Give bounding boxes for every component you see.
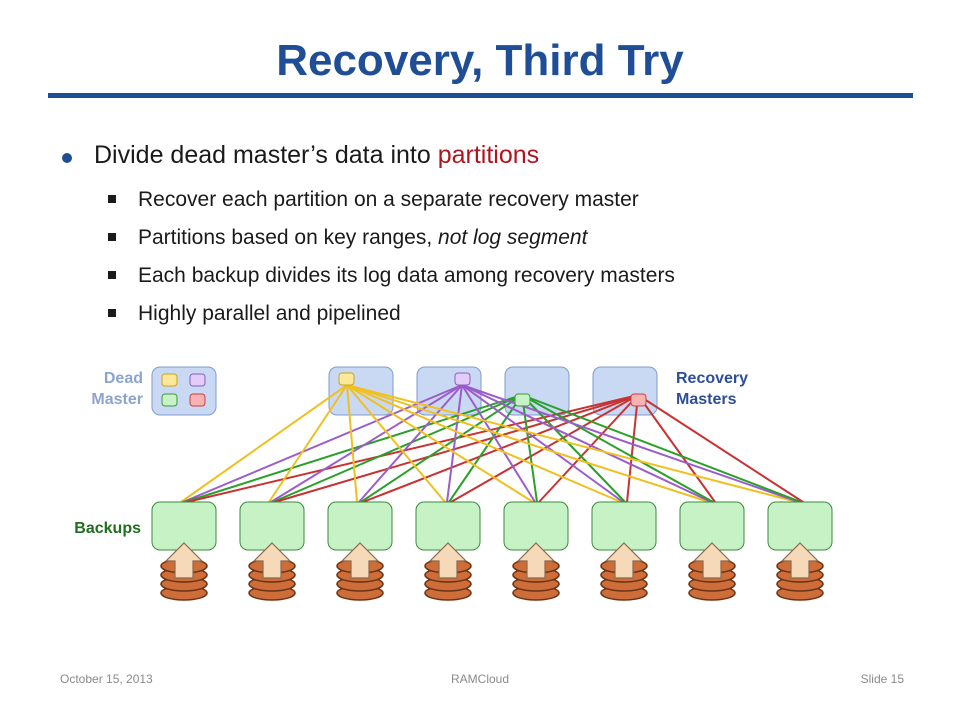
recovery-label-line2: Masters: [676, 391, 737, 408]
upload-arrow-icon: [252, 542, 292, 579]
partition-link-line: [268, 384, 348, 503]
footer-slide-number: Slide 15: [860, 672, 904, 686]
backup-unit: [503, 501, 569, 601]
partition-link-line: [180, 384, 348, 503]
sub-bullet-square-icon: [108, 271, 116, 279]
backup-unit: [327, 501, 393, 601]
upload-arrow-icon: [604, 542, 644, 579]
sub-bullet-square-icon: [108, 309, 116, 317]
bullet-main-text: Divide dead master’s data into: [94, 141, 438, 169]
recovery-partition: [630, 393, 647, 407]
sub-bullet: Partitions based on key ranges, not log …: [62, 224, 922, 251]
partition-link-line: [448, 394, 523, 503]
dead-master-partition: [189, 393, 206, 407]
footer-center: RAMCloud: [450, 672, 510, 686]
dead-label-line1: Dead: [104, 370, 143, 387]
partition-link-line: [274, 394, 639, 503]
partition-link-line: [521, 394, 802, 503]
upload-arrow-icon: [428, 542, 468, 579]
recovery-label-line1: Recovery: [676, 370, 748, 387]
sub-bullet: Highly parallel and pipelined: [62, 300, 922, 327]
sub-bullet: Recover each partition on a separate rec…: [62, 186, 922, 213]
upload-arrow-icon: [164, 542, 204, 579]
partition-link-line: [521, 394, 538, 503]
upload-arrow-icon: [780, 542, 820, 579]
partition-link-line: [461, 384, 712, 503]
sub-bullet-text: Partitions based on key ranges,: [138, 226, 439, 249]
bullet-main: Divide dead master’s data into partition…: [62, 138, 922, 172]
sub-bullet-text: Highly parallel and pipelined: [138, 302, 401, 325]
footer-date: October 15, 2013: [60, 672, 153, 686]
sub-bullet-text: Recover each partition on a separate rec…: [138, 188, 639, 211]
sub-bullet-square-icon: [108, 233, 116, 241]
partition-link-line: [346, 384, 710, 503]
title-underline: [48, 93, 913, 98]
partition-link-line: [184, 394, 523, 503]
dead-master-partition: [189, 373, 206, 387]
upload-arrow-icon: [516, 542, 556, 579]
backup-unit: [415, 501, 481, 601]
partition-link-line: [461, 384, 624, 503]
dead-master: [151, 366, 217, 416]
dead-master-partition: [161, 373, 178, 387]
sub-bullet: Each backup divides its log data among r…: [62, 262, 922, 289]
partition-link-line: [626, 394, 639, 503]
recovery-master: [504, 366, 570, 416]
bullet-dot-icon: [62, 153, 72, 163]
slide-title: Recovery, Third Try: [276, 36, 684, 85]
bullet-main-highlight: partitions: [437, 141, 540, 169]
partition-link-line: [346, 384, 534, 503]
sub-bullet-square-icon: [108, 195, 116, 203]
recovery-partition: [454, 372, 471, 386]
partition-link-line: [346, 384, 358, 503]
partition-link-line: [446, 384, 463, 503]
partition-link-line: [521, 394, 714, 503]
partition-link-line: [346, 384, 798, 503]
backups: [151, 501, 833, 601]
bullet-list: Divide dead master’s data into partition…: [62, 138, 922, 327]
backup-unit: [767, 501, 833, 601]
partition-link-line: [360, 394, 523, 503]
partition-link-line: [186, 394, 639, 503]
sub-bullet-emphasis: not log segment: [438, 226, 588, 249]
partition-link-line: [270, 384, 463, 503]
partition-link-line: [182, 384, 463, 503]
partition-link-line: [461, 384, 536, 503]
partition-link-line: [637, 394, 804, 503]
recovery-partition: [338, 372, 355, 386]
backup-unit: [591, 501, 657, 601]
backup-unit: [239, 501, 305, 601]
partition-link-line: [637, 394, 716, 503]
sub-bullet-text: Each backup divides its log data among r…: [138, 264, 675, 287]
backup-unit: [151, 501, 217, 601]
backup-unit: [679, 501, 745, 601]
disk-stack-icon: [776, 558, 824, 601]
partition-link-line: [358, 384, 463, 503]
dead-master-partition: [161, 393, 178, 407]
partition-link-line: [346, 384, 622, 503]
dead-label-line2: Master: [91, 391, 143, 408]
partition-link-line: [346, 384, 446, 503]
recovery-partition: [514, 393, 531, 407]
upload-arrow-icon: [692, 542, 732, 579]
upload-arrow-icon: [340, 542, 380, 579]
backups-label: Backups: [74, 520, 141, 537]
